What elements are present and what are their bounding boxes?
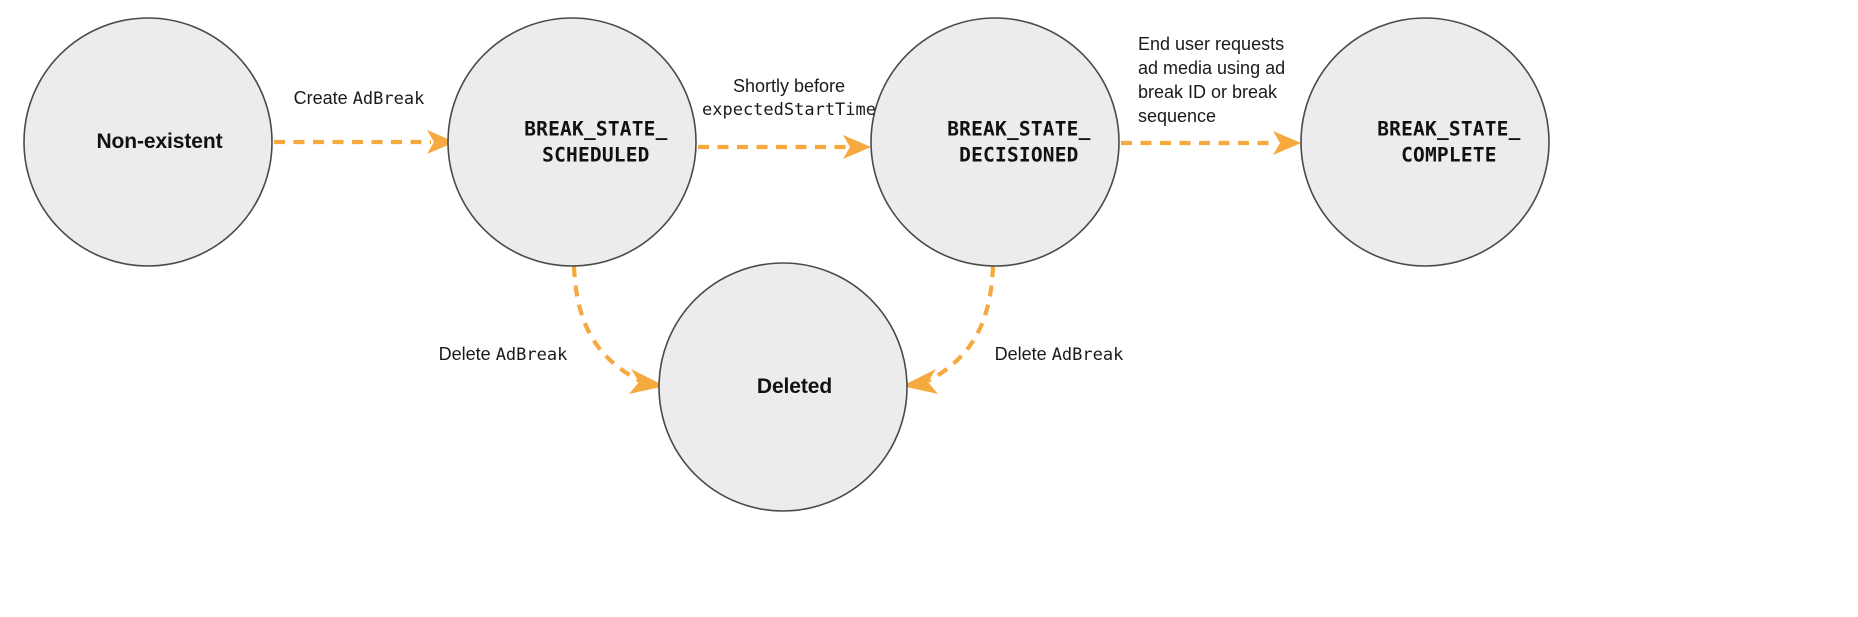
edge-layer xyxy=(274,130,1301,394)
node-layer xyxy=(23,17,1550,512)
edge-shortly-before xyxy=(698,135,871,159)
edge-delete-from-decisioned xyxy=(902,265,996,394)
edge-delete-from-scheduled-arrowhead xyxy=(629,369,665,394)
edge-delete-from-scheduled xyxy=(571,265,665,394)
edge-create-adbreak-arrowhead xyxy=(427,130,455,154)
edge-create-adbreak xyxy=(274,130,455,154)
edge-delete-from-decisioned-line xyxy=(927,265,996,383)
edge-shortly-before-arrowhead xyxy=(843,135,871,159)
edge-delete-from-scheduled-line xyxy=(571,265,641,383)
node-break-state-decisioned[interactable] xyxy=(870,17,1120,267)
edge-delete-from-decisioned-arrowhead xyxy=(902,369,938,394)
node-non-existent[interactable] xyxy=(23,17,273,267)
node-break-state-complete[interactable] xyxy=(1300,17,1550,267)
edge-end-user-requests xyxy=(1121,131,1301,155)
edge-end-user-requests-arrowhead xyxy=(1273,131,1301,155)
node-break-state-scheduled[interactable] xyxy=(447,17,697,267)
node-deleted[interactable] xyxy=(658,262,908,512)
